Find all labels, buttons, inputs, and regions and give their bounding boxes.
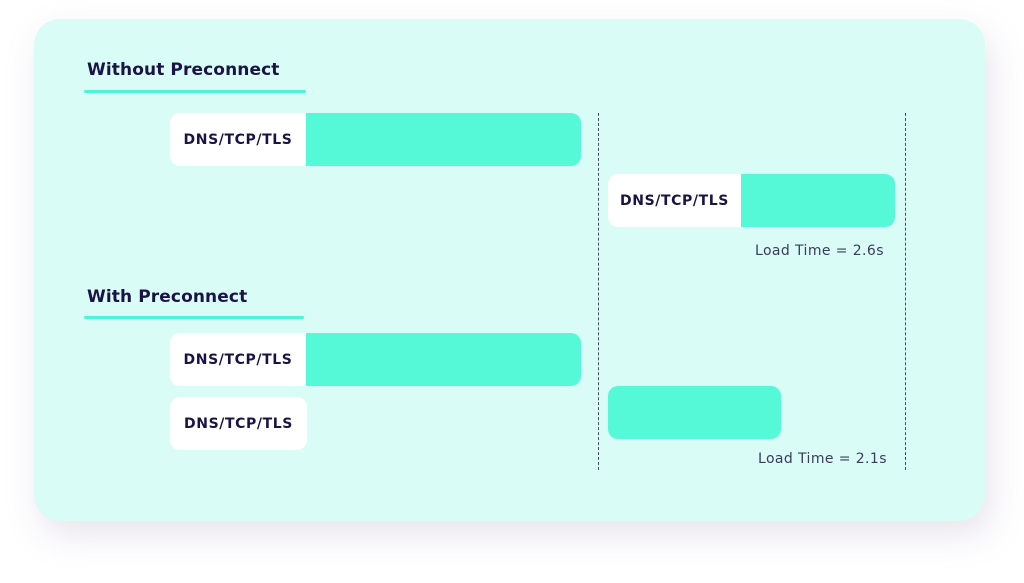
section-title-without-preconnect: Without Preconnect <box>87 60 280 80</box>
section-underline <box>84 316 304 319</box>
timeline-bar-connection-2-fill <box>608 386 781 439</box>
bar-label: DNS/TCP/TLS <box>170 113 306 166</box>
section-title-with-preconnect: With Preconnect <box>87 287 248 307</box>
dashed-guide-line-start <box>598 113 599 470</box>
load-time-with-preconnect: Load Time = 2.1s <box>758 451 887 467</box>
timeline-bar-connection-1: DNS/TCP/TLS <box>170 333 581 386</box>
bar-label: DNS/TCP/TLS <box>608 174 741 227</box>
preconnect-label: DNS/TCP/TLS <box>170 397 307 450</box>
load-time-without-preconnect: Load Time = 2.6s <box>755 243 884 259</box>
bar-fill <box>306 333 581 386</box>
timeline-bar-connection-1: DNS/TCP/TLS <box>170 113 581 166</box>
bar-fill <box>741 174 895 227</box>
bar-label: DNS/TCP/TLS <box>170 333 306 386</box>
bar-fill <box>306 113 581 166</box>
timeline-bar-connection-2: DNS/TCP/TLS <box>608 174 895 227</box>
dashed-guide-line-end <box>905 113 906 470</box>
section-underline <box>84 90 306 93</box>
